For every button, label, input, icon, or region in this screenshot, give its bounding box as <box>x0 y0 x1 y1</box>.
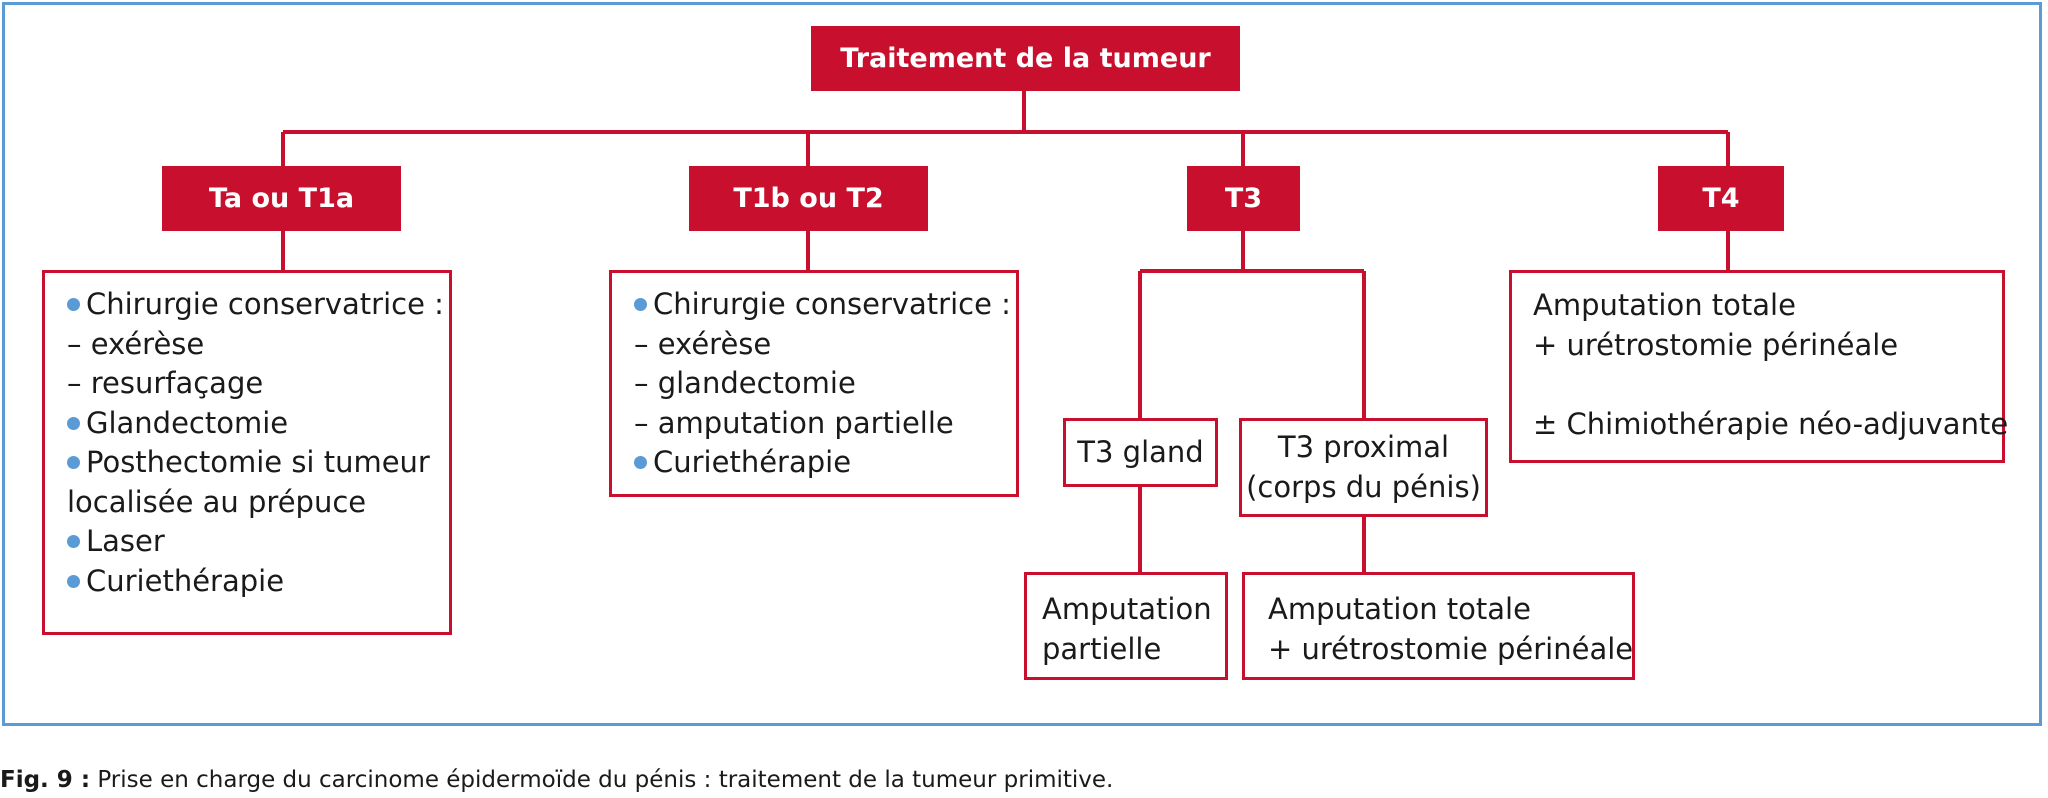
stage-label: T1b ou T2 <box>733 183 884 214</box>
treatment-line: partielle <box>1042 631 1162 666</box>
caption-label: Fig. 9 : <box>0 767 91 793</box>
list-item: Curiethérapie <box>67 562 449 602</box>
t3-proximal-node: T3 proximal (corps du pénis) <box>1239 418 1488 517</box>
root-label: Traitement de la tumeur <box>840 43 1211 74</box>
bullet-icon <box>634 456 647 469</box>
list-item: Posthectomie si tumeur <box>67 443 449 483</box>
treatment-line: Amputation totale <box>1533 288 1796 322</box>
list-item: Curiethérapie <box>634 443 1016 483</box>
treatment-line: + urétrostomie périnéale <box>1268 631 1634 666</box>
figure-caption: Fig. 9 : Prise en charge du carcinome ép… <box>0 767 1113 793</box>
t1b-t2-treatments: Chirurgie conservatrice : – exérèse – gl… <box>609 270 1019 497</box>
treatment-line: ± Chimiothérapie néo-adjuvante <box>1533 406 2009 441</box>
bullet-icon <box>67 535 80 548</box>
ta-t1a-treatments: Chirurgie conservatrice : – exérèse – re… <box>42 270 452 635</box>
list-subitem: – exérèse <box>67 326 205 361</box>
diagram-frame <box>2 2 2042 726</box>
list-subitem: – glandectomie <box>634 366 856 400</box>
stage-t3: T3 <box>1187 166 1300 231</box>
node-label: T3 proximal <box>1277 430 1450 464</box>
list-subitem: – amputation partielle <box>634 405 954 440</box>
node-label: (corps du pénis) <box>1246 469 1481 504</box>
treatment-line: Amputation <box>1042 592 1212 626</box>
t3-gland-treatment: Amputation partielle <box>1024 572 1228 680</box>
t3-gland-node: T3 gland <box>1063 418 1218 487</box>
spacer <box>1533 365 2002 405</box>
stage-label: T3 <box>1224 183 1263 214</box>
bullet-icon <box>67 574 80 588</box>
list-item: Chirurgie conservatrice : <box>67 285 449 325</box>
bullet-icon <box>67 456 80 469</box>
list-subitem: – resurfaçage <box>67 366 264 400</box>
bullet-icon <box>634 298 647 311</box>
list-item: Chirurgie conservatrice : <box>634 285 1016 325</box>
stage-t4: T4 <box>1658 166 1784 231</box>
stage-ta-t1a: Ta ou T1a <box>162 166 401 231</box>
list-item-continuation: localisée au prépuce <box>67 484 367 519</box>
stage-label: T4 <box>1702 183 1740 214</box>
caption-text: Prise en charge du carcinome épidermoïde… <box>90 767 1114 793</box>
t4-treatments: Amputation totale + urétrostomie périnéa… <box>1509 270 2009 463</box>
root-node: Traitement de la tumeur <box>811 26 1240 91</box>
list-item: Glandectomie <box>67 404 449 444</box>
treatment-line: + urétrostomie périnéale <box>1533 327 1899 362</box>
treatment-line: Amputation totale <box>1268 592 1531 626</box>
stage-t1b-t2: T1b ou T2 <box>689 166 928 231</box>
bullet-icon <box>67 416 80 430</box>
bullet-icon <box>67 298 80 311</box>
t3-proximal-treatment: Amputation totale + urétrostomie périnéa… <box>1242 572 1635 680</box>
list-subitem: – exérèse <box>634 326 772 361</box>
list-item: Laser <box>67 522 449 562</box>
stage-label: Ta ou T1a <box>208 183 355 214</box>
node-label: T3 gland <box>1077 434 1204 469</box>
